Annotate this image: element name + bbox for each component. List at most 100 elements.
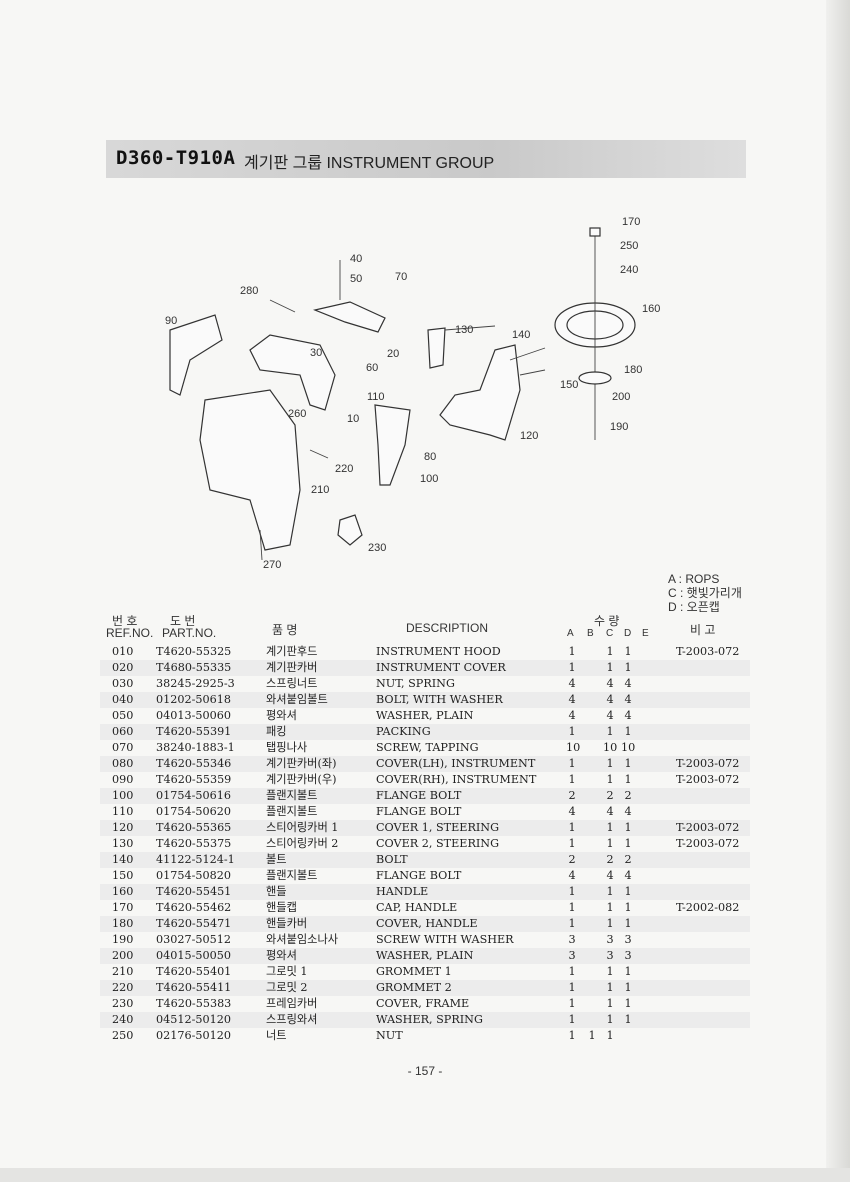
steering-cover-1-part [439,344,521,441]
callout-130: 130 [455,324,473,336]
callout-270: 270 [263,559,281,571]
cell-ref: 250 [112,1029,134,1042]
cell-c: 1 [606,1013,614,1026]
cell-desc: WASHER, PLAIN [376,949,474,962]
cell-d: 1 [624,981,632,994]
cell-desc: FLANGE BOLT [376,805,462,818]
cell-desc: FLANGE BOLT [376,869,462,882]
cell-c: 1 [606,645,614,658]
cell-c: 4 [606,805,614,818]
cell-part: 03027-50512 [156,933,231,946]
header-name-kor: 품 명 [272,623,298,637]
cell-c: 2 [606,853,614,866]
callout-210: 210 [311,484,329,496]
cell-kor: 핸들카버 [266,917,308,930]
cell-ref: 060 [112,725,134,738]
cover-rh-part [169,314,223,396]
cell-note: T-2003-072 [676,821,740,834]
cell-desc: COVER 2, STEERING [376,837,500,850]
callout-160: 160 [642,303,660,315]
cell-kor: 플랜지볼트 [266,805,318,818]
cell-desc: INSTRUMENT HOOD [376,645,501,658]
steering-cover-2-part [427,327,446,369]
cell-a: 1 [568,645,576,658]
callout-180: 180 [624,364,642,376]
cell-d: 10 [621,741,636,754]
cell-a: 1 [568,1029,576,1042]
cell-desc: WASHER, SPRING [376,1013,483,1026]
cell-kor: 핸들캡 [266,901,297,914]
cell-part: T4620-55391 [156,725,232,738]
header-qty-kor: 수 량 [594,614,620,628]
version-legend: A : ROPS C : 햇빛가리개 D : 오픈캡 [668,572,742,614]
cell-part: T4620-55325 [156,645,232,658]
cell-part: T4620-55365 [156,821,232,834]
cell-ref: 190 [112,933,134,946]
frame-cover-part [337,514,363,546]
cell-c: 2 [606,789,614,802]
cell-c: 1 [606,997,614,1010]
cell-d: 1 [624,837,632,850]
parts-table-header: 번 호 REF.NO. 도 번 PART.NO. 품 명 DESCRIPTION… [100,612,750,642]
callout-120: 120 [520,430,538,442]
cell-note: T-2003-072 [676,773,740,786]
cell-d: 1 [624,901,632,914]
cell-a: 4 [568,677,576,690]
cell-a: 4 [568,869,576,882]
cell-c: 3 [606,933,614,946]
cell-note: T-2003-072 [676,757,740,770]
cell-part: 38245-2925-3 [156,677,235,690]
steering-wheel-assembly [554,227,636,440]
cell-a: 1 [568,725,576,738]
cell-a: 1 [568,997,576,1010]
callout-200: 200 [612,391,630,403]
header-description: DESCRIPTION [406,621,489,635]
header-ref-kor: 번 호 [112,614,138,628]
section-header: D360-T910A 계기판 그룹 INSTRUMENT GROUP [106,140,746,178]
cell-d: 1 [624,821,632,834]
header-qty-d: D [624,628,632,639]
cell-ref: 180 [112,917,134,930]
cell-part: 01754-50620 [156,805,231,818]
cell-d: 1 [624,965,632,978]
cell-ref: 020 [112,661,134,674]
cell-d: 2 [624,853,632,866]
cell-note: T-2002-082 [676,901,740,914]
cell-desc: SCREW WITH WASHER [376,933,514,946]
cell-desc: BOLT, WITH WASHER [376,693,503,706]
cell-part: 04015-50050 [156,949,231,962]
callout-80: 80 [424,451,436,463]
cell-kor: 프레임카버 [266,997,318,1010]
cell-kor: 그로밋 1 [266,965,308,978]
cell-ref: 140 [112,853,134,866]
cell-note: T-2003-072 [676,837,740,850]
cell-d: 1 [624,885,632,898]
cell-ref: 170 [112,901,134,914]
cell-kor: 스프링와셔 [266,1013,318,1026]
cell-c: 1 [606,725,614,738]
cell-a: 1 [568,821,576,834]
cell-part: 02176-50120 [156,1029,231,1042]
cell-c: 1 [606,661,614,674]
callout-150: 150 [560,379,578,391]
cell-d: 3 [624,933,632,946]
frame-part [199,389,301,551]
cell-kor: 너트 [266,1029,287,1042]
cell-note: T-2003-072 [676,645,740,658]
cell-part: T4620-55383 [156,997,232,1010]
cell-ref: 220 [112,981,134,994]
header-qty-b: B [587,628,594,639]
cell-c: 4 [606,693,614,706]
cell-a: 1 [568,917,576,930]
cell-part: T4620-55401 [156,965,232,978]
cell-ref: 080 [112,757,134,770]
steering-covers [427,325,546,441]
